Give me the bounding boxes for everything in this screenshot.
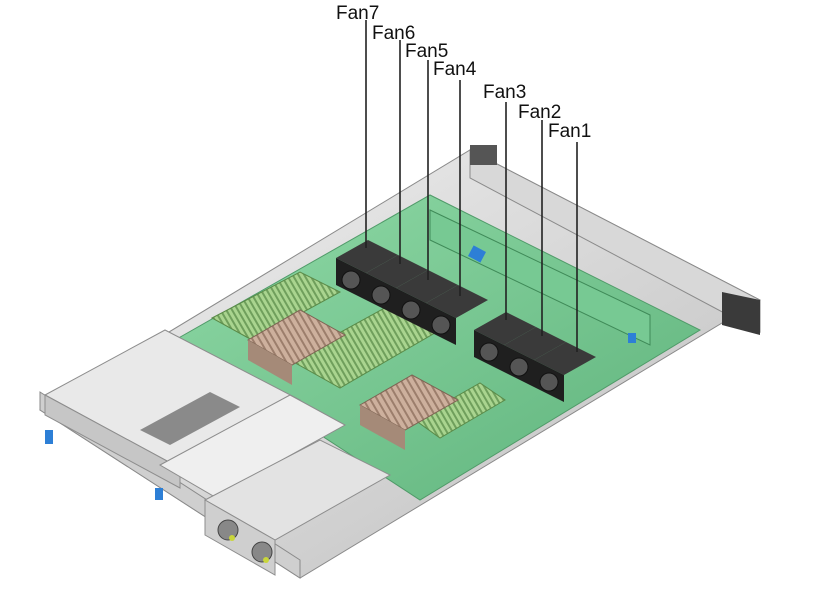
fan2-label: Fan2	[518, 102, 562, 123]
fan4-label: Fan4	[433, 59, 477, 80]
fan5-label: Fan5	[405, 41, 449, 62]
fan-7	[336, 240, 398, 300]
fan-leader-lines	[365, 20, 578, 352]
fan-3	[474, 312, 536, 372]
fan7-label: Fan7	[336, 3, 380, 24]
riser-module	[43, 329, 347, 500]
memory-modules	[210, 271, 506, 439]
fan-2	[504, 327, 566, 387]
fan-row	[336, 240, 596, 402]
power-supplies	[203, 439, 392, 576]
fan-6	[366, 255, 428, 315]
cpu-heatsinks	[246, 309, 460, 450]
fan-1	[534, 342, 596, 402]
fan-5	[396, 270, 458, 330]
fan1-label: Fan1	[548, 121, 592, 142]
fan3-label: Fan3	[483, 82, 527, 103]
fan-4	[426, 285, 488, 345]
fan6-label: Fan6	[372, 23, 416, 44]
